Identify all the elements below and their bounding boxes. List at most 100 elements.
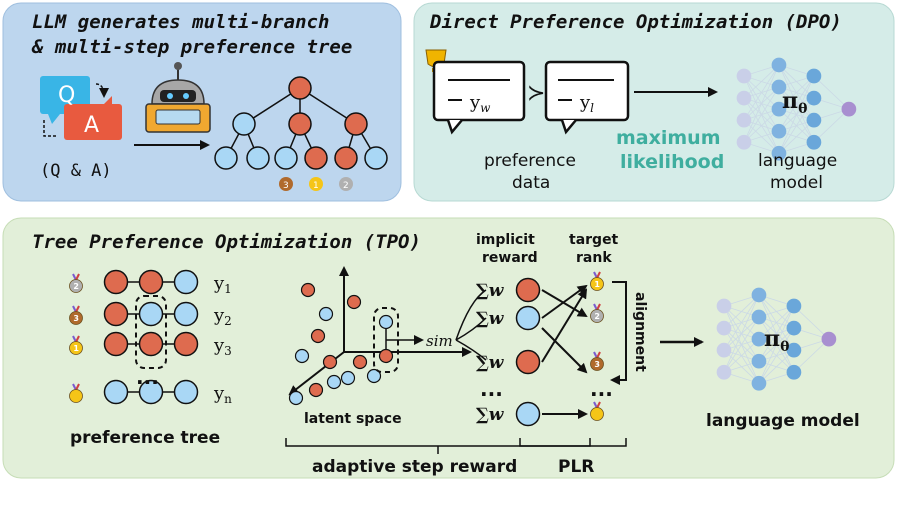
target-rank-column: 123: [590, 271, 604, 421]
nn-neuron: [736, 112, 752, 128]
nn-neuron: [751, 375, 767, 391]
nn-neuron: [736, 68, 752, 84]
dpo-network-icon: [736, 57, 857, 161]
nn-neuron: [786, 298, 802, 314]
implicit-line2: reward: [482, 250, 538, 266]
medal-icon: [590, 277, 604, 291]
preferred-response-bubble: [432, 60, 526, 135]
latent-point: [322, 354, 338, 370]
nn-edge: [743, 108, 780, 143]
nn-neuron: [751, 353, 767, 369]
nn-neuron: [786, 320, 802, 336]
tree-medals: 3 1 2: [279, 177, 353, 191]
nn-edge: [758, 349, 795, 384]
nn-edge: [793, 305, 830, 340]
ml-line2: likelihood: [620, 151, 724, 173]
nn-edge: [723, 316, 760, 373]
yl-label: yl: [579, 92, 594, 115]
sum-w-label: ∑w: [476, 405, 505, 425]
nn-neuron: [786, 364, 802, 380]
nn-neuron: [806, 68, 822, 84]
qa-caption: (Q & A): [40, 161, 112, 181]
medal-number: 3: [594, 360, 600, 369]
nn-edge: [758, 305, 795, 362]
medal-ribbon: [596, 351, 601, 359]
nn-edge: [723, 294, 760, 373]
reward-node: [515, 401, 541, 427]
tree-node: [138, 331, 164, 357]
latent-point: [300, 282, 316, 298]
reward-node: [515, 349, 541, 375]
nn-edge: [743, 64, 780, 143]
tpo-lm-caption: language model: [706, 411, 860, 431]
bronze-medal-icon: [279, 177, 293, 191]
nn-edge: [758, 327, 795, 384]
medal-icon: [69, 311, 83, 325]
nn-edge: [743, 86, 780, 143]
latent-point: [288, 390, 304, 406]
medal-icon: [69, 389, 83, 403]
nn-neuron: [716, 320, 732, 336]
pref-data-line1: preference: [484, 151, 576, 171]
nn-neuron: [771, 101, 787, 117]
target-line2: rank: [576, 250, 612, 266]
ml-line1: maximum: [616, 127, 721, 149]
sum-w-label: ∑w: [476, 309, 505, 329]
tree-node: [173, 269, 199, 295]
latent-point: [366, 368, 382, 384]
nn-neuron: [751, 287, 767, 303]
qa-chat-icon: [40, 76, 122, 140]
q-letter: Q: [58, 83, 75, 108]
medal-num: 2: [343, 181, 349, 191]
nn-neuron: [841, 101, 857, 117]
medal-icon: [69, 341, 83, 355]
tree-node: [103, 379, 129, 405]
gold-medal-icon: [309, 177, 323, 191]
nn-edge: [813, 75, 850, 110]
succ-symbol: ≻: [527, 81, 545, 106]
dpo-lm-line1: language: [758, 151, 837, 171]
reward-ellipsis: ...: [480, 377, 503, 401]
latent-selection-box: [373, 307, 399, 373]
nn-neuron: [716, 342, 732, 358]
target-line1: target: [569, 232, 619, 248]
reward-node: [515, 277, 541, 303]
nn-neuron: [736, 90, 752, 106]
reward-column: ∑w∑w∑w∑w...: [476, 277, 541, 427]
tree-node: [138, 269, 164, 295]
nn-neuron: [751, 309, 767, 325]
llm-title-line1: LLM generates multi-branch: [32, 11, 329, 33]
ranking-arrows: [541, 284, 588, 419]
nn-neuron: [806, 112, 822, 128]
medal-icon: [69, 279, 83, 293]
latent-caption: latent space: [304, 411, 402, 427]
medal-num: 3: [283, 181, 289, 191]
latent-point: [294, 348, 310, 364]
nn-neuron: [716, 298, 732, 314]
dpo-title: Direct Preference Optimization (DPO): [429, 11, 842, 33]
a-letter: A: [84, 113, 99, 138]
nn-neuron: [806, 90, 822, 106]
tree-row-label: y1: [213, 273, 232, 296]
medal-ribbon: [596, 401, 601, 409]
latent-point: [378, 314, 394, 330]
medal-ribbon: [596, 271, 601, 279]
medal-icon: [590, 357, 604, 371]
medal-number: 3: [73, 314, 79, 323]
nn-neuron: [771, 57, 787, 73]
medal-num: 1: [313, 181, 319, 191]
medal-ribbon: [75, 305, 80, 313]
tree-node: [138, 379, 164, 405]
latent-point: [326, 374, 342, 390]
sim-fan: [455, 289, 487, 361]
nn-neuron: [771, 145, 787, 161]
nn-neuron: [716, 364, 732, 380]
alignment-label: alignment: [632, 292, 648, 372]
medal-number: 2: [594, 312, 600, 321]
adaptive-caption: adaptive step reward: [312, 457, 517, 477]
sum-w-label: ∑w: [476, 281, 505, 301]
tree-row-label: yn: [213, 383, 232, 406]
medal-ribbon: [75, 273, 80, 281]
